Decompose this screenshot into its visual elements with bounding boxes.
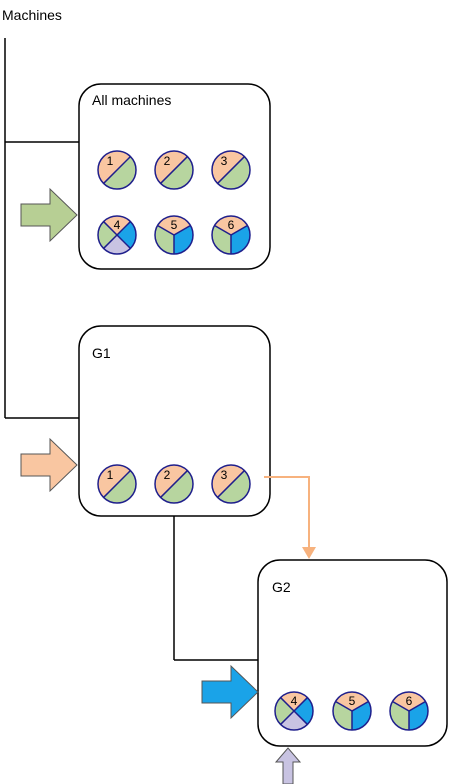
machine-disc-3[interactable]: 3 bbox=[212, 465, 250, 503]
group-title-g2: G2 bbox=[272, 579, 291, 595]
machine-disc-2[interactable]: 2 bbox=[155, 465, 193, 503]
machine-number: 3 bbox=[221, 468, 228, 482]
machine-disc-4[interactable]: 4 bbox=[275, 692, 313, 730]
machine-number: 1 bbox=[107, 154, 114, 168]
machine-disc-1[interactable]: 1 bbox=[98, 465, 136, 503]
machine-number: 6 bbox=[406, 694, 413, 708]
group-title-g1: G1 bbox=[92, 345, 111, 361]
machine-disc-4[interactable]: 4 bbox=[98, 216, 136, 254]
machine-disc-3[interactable]: 3 bbox=[212, 151, 250, 189]
machine-number: 2 bbox=[164, 468, 171, 482]
machine-number: 6 bbox=[228, 218, 235, 232]
right-arrow-icon bbox=[21, 189, 77, 241]
right-arrow-icon bbox=[202, 666, 258, 718]
machine-disc-1[interactable]: 1 bbox=[98, 151, 136, 189]
up-arrow-icon bbox=[276, 748, 300, 784]
machine-number: 3 bbox=[221, 154, 228, 168]
machine-number: 5 bbox=[349, 694, 356, 708]
machine-disc-5[interactable]: 5 bbox=[333, 692, 371, 730]
machine-disc-2[interactable]: 2 bbox=[155, 151, 193, 189]
root-label: Machines bbox=[2, 7, 62, 23]
machine-disc-6[interactable]: 6 bbox=[390, 692, 428, 730]
right-arrow-icon bbox=[21, 439, 77, 491]
machine-number: 5 bbox=[171, 218, 178, 232]
machine-number: 4 bbox=[291, 694, 298, 708]
machine-number: 4 bbox=[114, 218, 121, 232]
group-title-all-machines: All machines bbox=[92, 92, 171, 108]
down-arrow-icon bbox=[302, 547, 316, 559]
machine-number: 1 bbox=[107, 468, 114, 482]
machine-number: 2 bbox=[164, 154, 171, 168]
machine-disc-6[interactable]: 6 bbox=[212, 216, 250, 254]
machine-disc-5[interactable]: 5 bbox=[155, 216, 193, 254]
